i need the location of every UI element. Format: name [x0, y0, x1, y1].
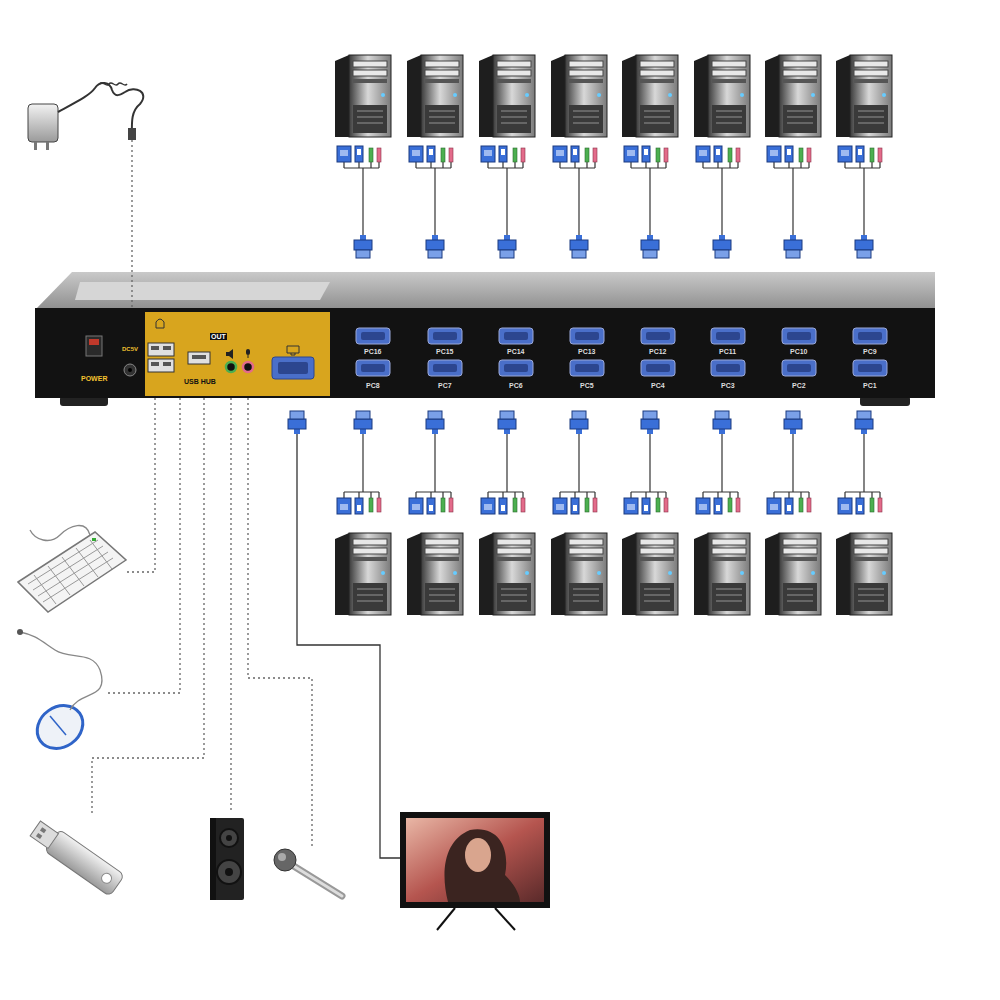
vga-plugs-bottom	[288, 411, 873, 434]
usb-flash-drive	[28, 818, 125, 897]
port-label: PC16	[363, 348, 383, 355]
port-label: PC3	[720, 382, 736, 389]
port-label: PC4	[650, 382, 666, 389]
cable-clusters-top	[337, 146, 882, 168]
vga-plugs-top	[354, 235, 873, 258]
cables-top	[363, 168, 864, 235]
port-label: PC9	[862, 348, 878, 355]
port-label: PC15	[435, 348, 455, 355]
keyboard	[18, 526, 126, 612]
speaker	[210, 818, 244, 900]
port-label: PC6	[508, 382, 524, 389]
port-label: PC1	[862, 382, 878, 389]
port-label: PC5	[579, 382, 595, 389]
cables-bottom	[363, 434, 864, 492]
mouse	[17, 629, 102, 757]
port-label: PC14	[506, 348, 526, 355]
port-label: PC10	[789, 348, 809, 355]
microphone	[274, 849, 342, 896]
power-adapter	[28, 83, 143, 150]
port-label: PC2	[791, 382, 807, 389]
panel-label: OUT	[210, 333, 227, 340]
computer-row-bottom	[335, 533, 892, 615]
computer-row-top	[335, 55, 892, 137]
panel-label: USB HUB	[183, 378, 217, 385]
port-label: PC11	[718, 348, 737, 355]
peripheral-wires	[92, 140, 312, 848]
port-label: PC12	[648, 348, 668, 355]
port-label: PC7	[437, 382, 453, 389]
panel-label: POWER	[80, 375, 108, 382]
monitor	[400, 812, 550, 930]
port-label: PC8	[365, 382, 381, 389]
port-label: PC13	[577, 348, 597, 355]
panel-label: DC5V	[121, 346, 139, 352]
kvm-switch	[35, 272, 935, 406]
monitor-cable	[297, 434, 400, 858]
cable-clusters-bottom	[337, 492, 882, 514]
